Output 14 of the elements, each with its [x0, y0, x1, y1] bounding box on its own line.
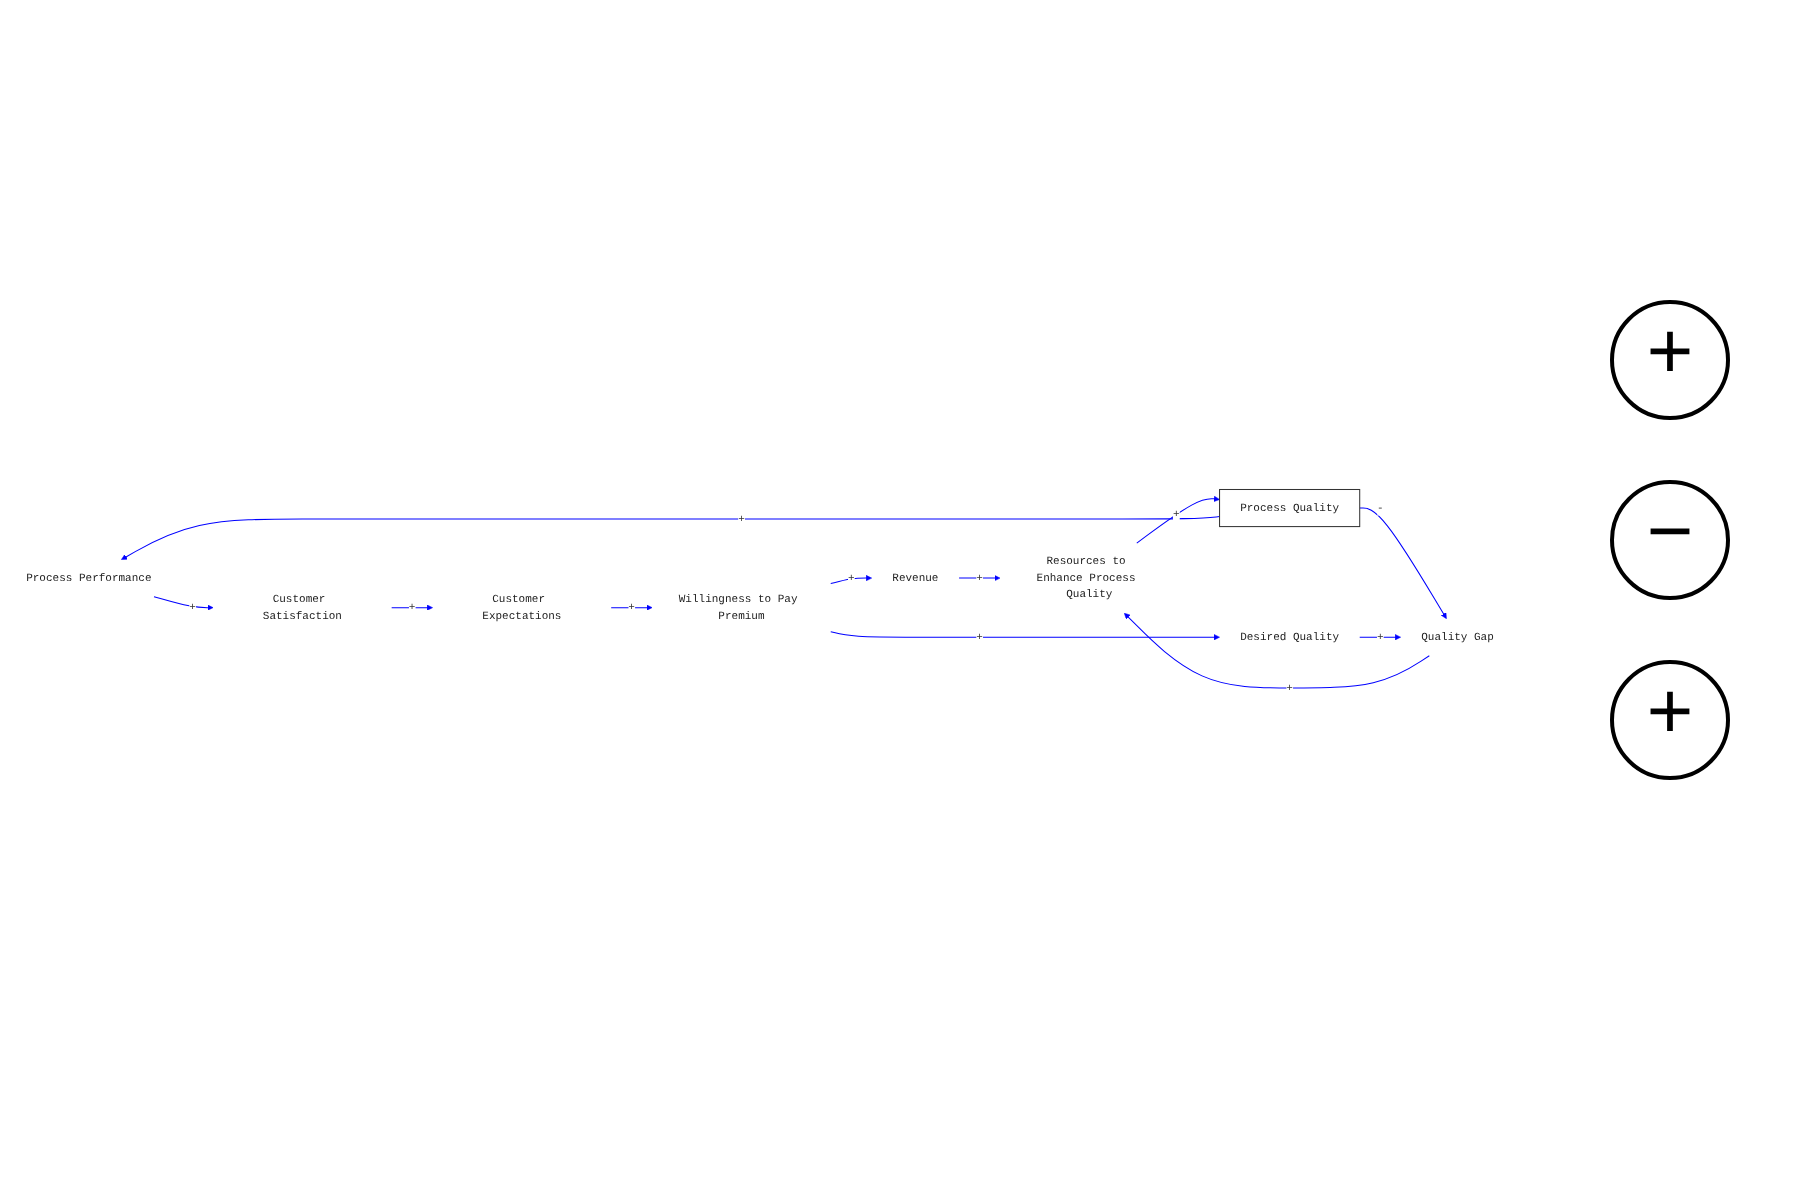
loop-polarity-symbol: + [1610, 660, 1730, 780]
loop-polarity-symbol: − [1610, 480, 1730, 600]
arrow [610, 604, 653, 611]
arrow [1136, 496, 1220, 544]
arrow [958, 575, 1001, 582]
loop-polarity-symbol: + [1610, 300, 1730, 420]
arrow [1359, 507, 1447, 620]
arrow [121, 516, 1221, 560]
arrow [1124, 613, 1430, 689]
arrow [830, 575, 872, 585]
arrow [1359, 634, 1401, 641]
arrow [830, 631, 1220, 641]
arrow [153, 596, 214, 611]
arrow [391, 604, 433, 611]
